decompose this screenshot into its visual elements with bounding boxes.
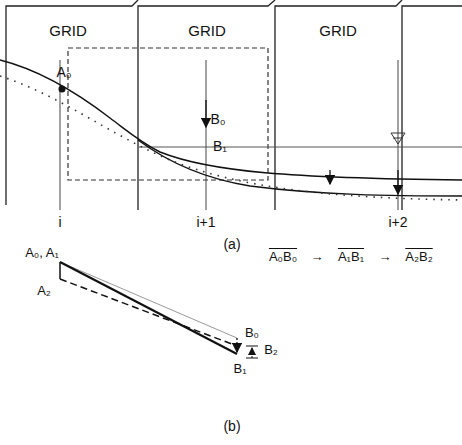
section-line (60, 60, 398, 210)
dashed-region (68, 48, 268, 180)
grid-label: GRID (49, 23, 87, 38)
point-label: B₀ (210, 112, 225, 126)
figure-label: (a) (223, 237, 240, 251)
point-label: A₀ (56, 65, 71, 79)
point-label: B₁ (233, 362, 246, 375)
surface-curve (0, 60, 462, 180)
point-label: A₂ (37, 284, 51, 297)
dotted-curve (0, 76, 462, 200)
vector-label: A₀B₀ (269, 250, 297, 263)
point-label: B₂ (264, 343, 278, 356)
vector-label: A₁B₁ (338, 250, 364, 263)
grid-label: GRID (188, 23, 226, 38)
point (59, 86, 66, 93)
surface-curve-new (138, 140, 462, 196)
section-label: i+1 (196, 215, 215, 229)
section-label: i+2 (388, 215, 407, 229)
grid-label: GRID (319, 23, 357, 38)
point-label: A₀, A₁ (25, 246, 59, 259)
water-level (138, 147, 462, 148)
point-label: B₁ (213, 139, 227, 153)
section-label: i (58, 215, 61, 229)
arrow-symbol: → (379, 250, 392, 263)
vector-sketch (60, 262, 258, 358)
figure-label: (b) (223, 419, 240, 433)
arrow-symbol: → (311, 250, 324, 263)
water-symbol (391, 133, 405, 144)
point-label: B₀ (245, 326, 259, 339)
vector-label: A₂B₂ (405, 250, 432, 263)
